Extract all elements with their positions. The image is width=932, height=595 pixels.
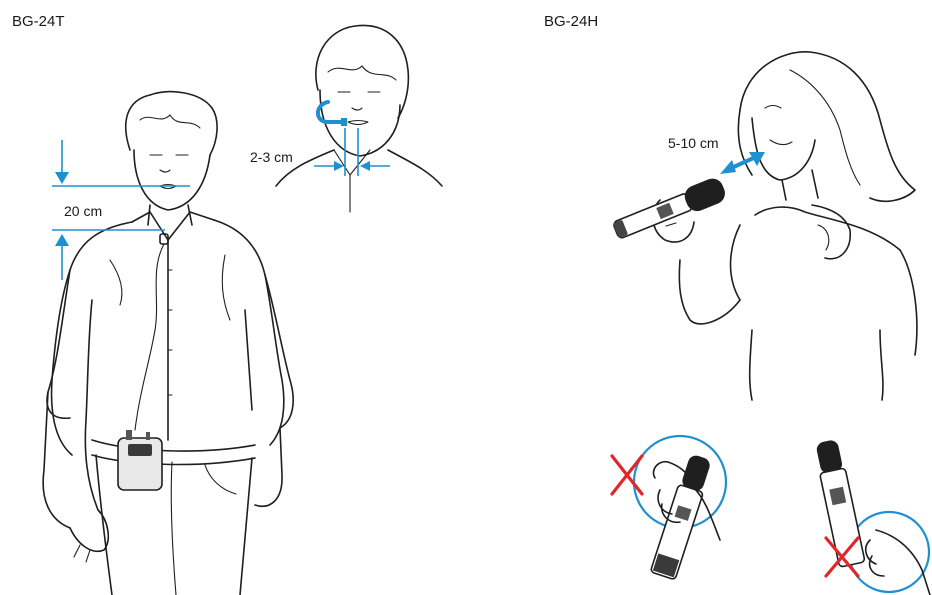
incorrect-grip-top-illustration	[612, 436, 726, 580]
headset-user-illustration	[276, 25, 442, 212]
incorrect-grip-bottom-illustration	[813, 439, 930, 595]
lavalier-user-illustration	[43, 92, 293, 595]
handheld-user-illustration	[611, 52, 917, 400]
